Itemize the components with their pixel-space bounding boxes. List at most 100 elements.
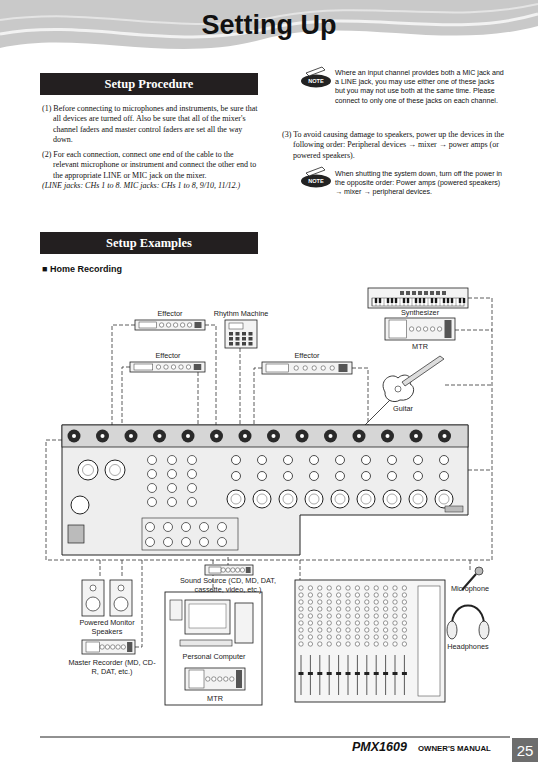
- device-knob: [430, 327, 434, 331]
- note-pencil: [306, 67, 325, 76]
- group-frame: [165, 592, 262, 705]
- device-knob: [111, 645, 115, 649]
- knob-cap: [443, 434, 447, 438]
- cable: [352, 368, 368, 428]
- channel-knob: [355, 614, 359, 618]
- channel-knob: [327, 593, 331, 597]
- speaker-cabinet: [82, 580, 104, 616]
- effector-unit: [130, 362, 205, 372]
- device-knob: [416, 327, 420, 331]
- panel-button: [406, 291, 410, 295]
- xlr-inner: [335, 494, 345, 504]
- xlr-jack: [305, 490, 323, 508]
- jack: [188, 484, 197, 493]
- device-name: Headphones: [438, 643, 498, 652]
- pad: [229, 332, 233, 336]
- channel-knob: [374, 614, 378, 618]
- xlr-inner: [257, 494, 267, 504]
- key: [384, 298, 385, 306]
- channel-knob: [346, 600, 350, 604]
- xlr-inner: [361, 494, 371, 504]
- mixer-top-view: [295, 580, 445, 702]
- power-switch: [68, 525, 84, 543]
- device-body: [135, 320, 205, 330]
- line-jack: [388, 456, 397, 465]
- cable: [468, 470, 492, 471]
- device-knob: [218, 677, 222, 681]
- key: [448, 298, 449, 306]
- device-label: Master Recorder (MD, CD-R, DAT, etc.): [66, 659, 158, 676]
- channel-knob: [402, 586, 406, 590]
- knob-cap: [215, 434, 219, 438]
- line-jack: [258, 456, 267, 465]
- panel-button: [412, 291, 416, 295]
- effector-unit: [135, 320, 205, 330]
- note-badge: [301, 175, 331, 188]
- device-name: Effector: [277, 352, 337, 361]
- key: [408, 298, 409, 306]
- mtr-unit: [185, 668, 245, 690]
- fader-cap: [355, 672, 360, 675]
- channel-knob: [383, 614, 387, 618]
- device-label: Effector: [138, 352, 198, 361]
- xlr-inner: [83, 465, 94, 476]
- cable: [240, 348, 241, 428]
- jack: [168, 470, 177, 479]
- xlr-inner: [110, 465, 121, 476]
- headband: [452, 606, 484, 629]
- group-out-jack: [146, 523, 155, 532]
- guitar-neck: [402, 356, 444, 386]
- device-body: [185, 668, 245, 690]
- synthesizer: [368, 288, 468, 308]
- note-icon: [301, 167, 331, 188]
- section-band: Setup Procedure: [40, 73, 258, 95]
- channel-knob: [336, 586, 340, 590]
- software-box: [170, 600, 182, 620]
- channel-knob: [393, 614, 397, 618]
- group-out-jack: [200, 523, 209, 532]
- knob: [410, 430, 423, 443]
- page-tab: [512, 738, 538, 762]
- knob-strip: [62, 425, 468, 447]
- fader-cap: [383, 672, 388, 675]
- device-name: Sound Source (CD, MD, DAT, cassette, vid…: [176, 577, 280, 594]
- device-name: Master Recorder (MD, CD-R, DAT, etc.): [66, 659, 158, 676]
- jack: [148, 484, 157, 493]
- knob: [438, 430, 451, 443]
- panel-button: [436, 291, 440, 295]
- line-jack: [232, 456, 241, 465]
- channel-knob: [318, 600, 322, 604]
- key: [380, 298, 381, 306]
- device-display: [86, 642, 99, 652]
- page-number: 25: [512, 742, 538, 759]
- device-knob: [116, 645, 120, 649]
- device-knob: [321, 366, 325, 370]
- key: [452, 298, 453, 306]
- keybed: [372, 298, 464, 306]
- device-knob: [171, 365, 175, 369]
- device-label: Personal Computer: [170, 653, 258, 662]
- key: [416, 298, 417, 306]
- note-text: Where an input channel provides both a M…: [335, 69, 505, 106]
- device-label: Headphones: [438, 643, 498, 652]
- channel-knob: [308, 635, 312, 639]
- channel-knob: [383, 607, 387, 611]
- channel-knob: [402, 600, 406, 604]
- knob-cap: [243, 434, 247, 438]
- xlr-jack: [409, 490, 427, 508]
- device-display: [209, 567, 221, 573]
- channel-knob: [355, 600, 359, 604]
- panel-button: [400, 291, 404, 295]
- device-label: Effector: [140, 310, 200, 319]
- mic-head: [475, 567, 483, 575]
- knob-cap: [101, 434, 105, 438]
- page-title: Setting Up: [0, 10, 538, 41]
- tweeter: [118, 585, 124, 591]
- insert-jack: [232, 472, 241, 481]
- device-knob: [226, 568, 230, 572]
- device-knob: [409, 327, 413, 331]
- cable: [100, 560, 101, 578]
- fader-cap: [317, 672, 322, 675]
- device-body: [262, 362, 352, 374]
- fader-cap: [299, 672, 304, 675]
